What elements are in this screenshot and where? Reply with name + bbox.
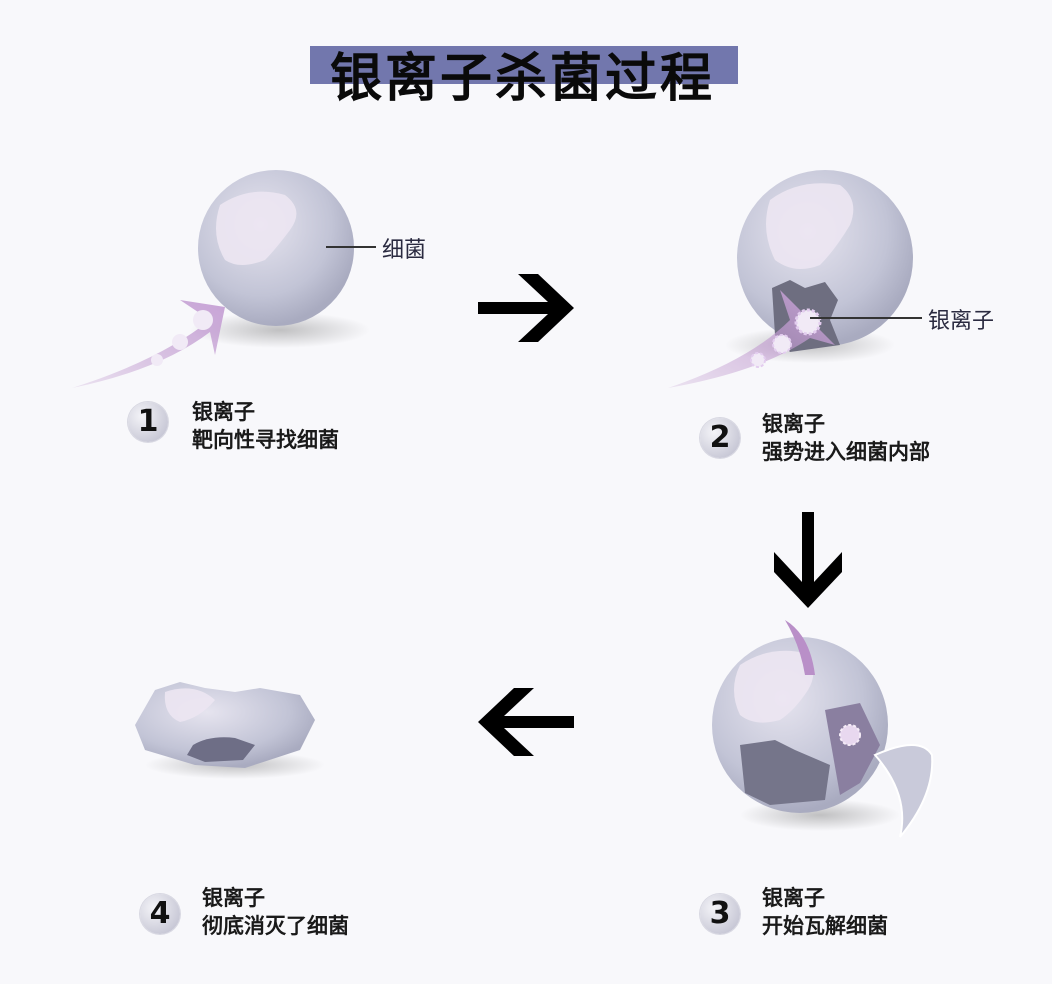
- bacteria-callout-line: [326, 246, 376, 248]
- step-4-line2: 彻底消灭了细菌: [202, 914, 349, 938]
- step-3-caption: 银离子 开始瓦解细菌: [762, 884, 888, 940]
- ion-penetration-trail: [785, 620, 815, 675]
- step-3-badge: 3: [700, 894, 740, 934]
- arrow-left-icon: [478, 688, 574, 756]
- shadow: [190, 312, 370, 348]
- step-4-caption: 银离子 彻底消灭了细菌: [202, 884, 349, 940]
- bacteria-label: 细菌: [382, 238, 427, 263]
- step-1-caption: 银离子 靶向性寻找细菌: [192, 398, 339, 454]
- step-2-badge: 2: [700, 418, 740, 458]
- step-4-illustration: [135, 682, 325, 779]
- step-3-line1: 银离子: [762, 886, 825, 910]
- step-2-caption: 银离子 强势进入细菌内部: [762, 410, 930, 466]
- ruptured-hole: [187, 737, 255, 762]
- step-1-badge: 1: [128, 402, 168, 442]
- silver-ion-trail: [668, 290, 835, 388]
- title-bar: [310, 46, 738, 84]
- silver-ion-callout-line: [810, 317, 922, 319]
- arrow-down-icon: [774, 512, 842, 608]
- ruptured-hole: [740, 740, 830, 805]
- step-4-line1: 银离子: [202, 886, 265, 910]
- silver-ion-particle: [794, 308, 822, 336]
- sphere-highlight: [216, 191, 297, 265]
- page-title: 银离子杀菌过程: [330, 49, 716, 109]
- step-1-illustration: [72, 170, 370, 388]
- ion-particle: [151, 354, 163, 366]
- step-2-illustration: [668, 170, 913, 388]
- cell-interior: [825, 703, 880, 795]
- arrow-right-icon: [478, 274, 574, 342]
- step-3-line2: 开始瓦解细菌: [762, 914, 888, 938]
- step-2-line1: 银离子: [762, 412, 825, 436]
- step-3-illustration: [712, 620, 934, 838]
- step-1-line1: 银离子: [192, 400, 255, 424]
- peeled-membrane-fragment: [873, 744, 934, 838]
- ion-particle: [193, 310, 213, 330]
- step-4-badge: 4: [140, 894, 180, 934]
- silver-ion-label: 银离子: [928, 309, 995, 334]
- silver-ion-particle: [839, 724, 861, 746]
- step-2-line2: 强势进入细菌内部: [762, 440, 930, 464]
- ion-particle: [172, 334, 188, 350]
- step-1-line2: 靶向性寻找细菌: [192, 428, 339, 452]
- silver-ion-trail: [72, 300, 225, 388]
